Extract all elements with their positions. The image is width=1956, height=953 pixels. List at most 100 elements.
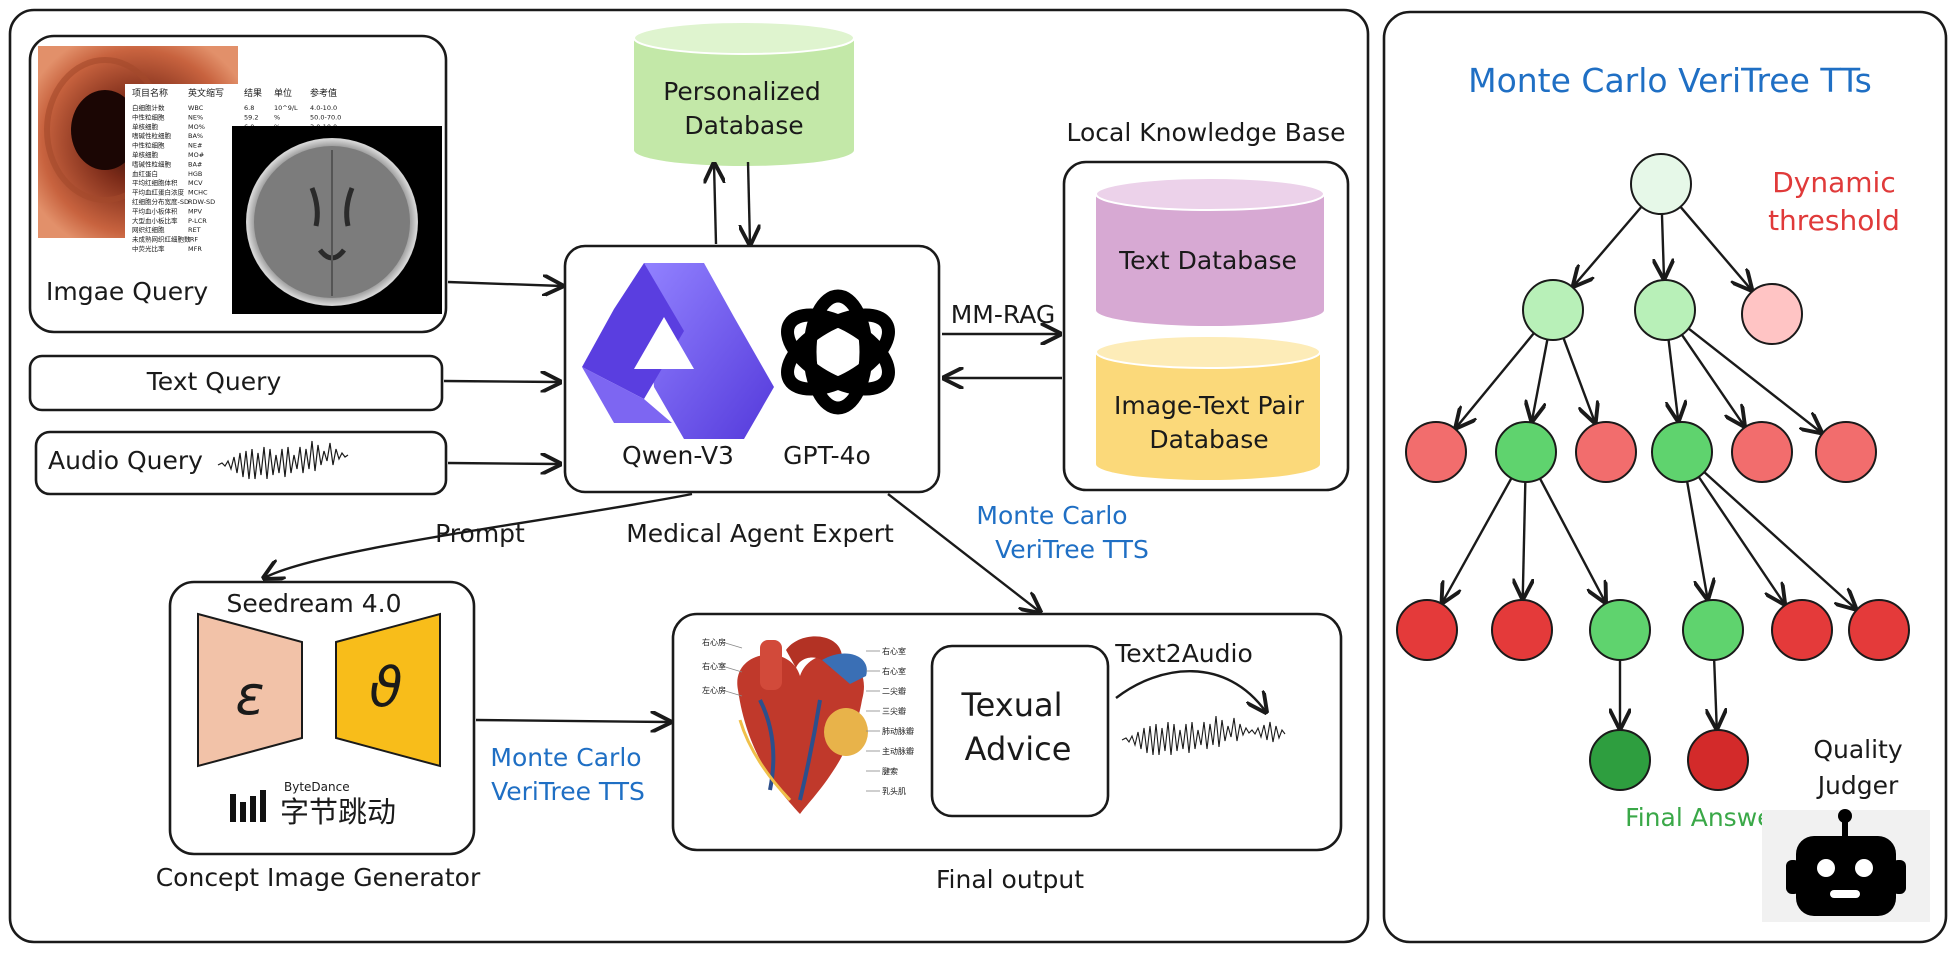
flow-arrows <box>264 162 1062 722</box>
tree-node <box>1522 279 1584 341</box>
personalized-database <box>633 21 855 166</box>
tree-edge <box>1574 205 1643 286</box>
lab-cell: 6.8 <box>244 104 254 112</box>
lab-cell: 网织红细胞 <box>132 225 165 234</box>
concept-generator-caption: Concept Image Generator <box>156 863 481 892</box>
lab-cell: BA% <box>188 132 203 140</box>
textual-advice-line2: Advice <box>965 730 1072 768</box>
tts-top-line1: Monte Carlo <box>976 501 1127 530</box>
text2audio-arrow <box>1115 670 1266 712</box>
text-database <box>1095 177 1325 326</box>
medical-agent-expert-caption: Medical Agent Expert <box>626 519 894 548</box>
dynamic-threshold-line1: Dynamic <box>1772 166 1895 199</box>
tree-edge <box>1669 339 1679 420</box>
tts-top-line2: VeriTree TTS <box>995 535 1149 564</box>
lab-cell: 平均血红蛋白浓度 <box>132 188 185 197</box>
heart-label: 主动脉瓣 <box>882 746 914 756</box>
ct-scan-image <box>232 126 442 314</box>
lab-cell: BA# <box>188 160 202 168</box>
seedream-title: Seedream 4.0 <box>227 589 402 618</box>
tree-node <box>1771 599 1833 661</box>
qwen-logo-icon <box>582 263 774 439</box>
lab-header-cell: 单位 <box>274 87 292 99</box>
output-waveform-icon <box>1121 715 1286 756</box>
tree-node <box>1682 599 1744 661</box>
image-query-label: Imgae Query <box>46 277 208 306</box>
tree-node <box>1741 283 1803 345</box>
prompt-label: Prompt <box>435 519 525 548</box>
image-text-pair-database <box>1095 335 1321 480</box>
lab-cell: 平均血小板体积 <box>132 206 178 215</box>
text-database-label: Text Database <box>1118 246 1297 275</box>
lab-cell: 大型血小板比率 <box>132 216 178 225</box>
tree-edge <box>1523 481 1526 598</box>
heart-label: 腱索 <box>882 766 898 776</box>
bytedance-small-label: ByteDance <box>284 780 350 794</box>
tree-edge <box>1532 339 1549 420</box>
tts-mid-line2: VeriTree TTS <box>491 777 645 806</box>
tree-edge <box>1679 206 1751 290</box>
lab-cell: MCV <box>188 179 203 187</box>
lab-header-cell: 英文缩写 <box>188 87 224 99</box>
textual-advice-line1: Texual <box>961 686 1063 724</box>
lab-cell: 血红蛋白 <box>132 169 158 178</box>
decoder-block <box>335 612 441 768</box>
tree-edges <box>1443 205 1856 728</box>
tree-edge <box>1562 337 1594 422</box>
lab-cell: 50.0-70.0 <box>310 113 341 121</box>
tree-edge <box>1443 477 1513 602</box>
lab-cell: RDW-SD <box>188 198 215 206</box>
qwen-label: Qwen-V3 <box>622 441 734 470</box>
tree-node <box>1630 153 1692 215</box>
lab-cell: NE# <box>188 142 202 150</box>
tree-nodes <box>1396 153 1910 791</box>
tree-panel-title: Monte Carlo VeriTree TTs <box>1468 61 1872 100</box>
tree-edge <box>1687 327 1821 433</box>
lab-cell: 10^9/L <box>274 104 298 112</box>
lab-cell: IRF <box>188 236 198 244</box>
tree-edge <box>1714 659 1717 728</box>
personalized-db-line2: Database <box>684 111 803 140</box>
heart-label: 肺动脉瓣 <box>882 726 914 736</box>
text-query-label: Text Query <box>146 367 282 396</box>
dynamic-threshold-line2: threshold <box>1768 204 1900 237</box>
lab-cell: 中荧光比率 <box>132 244 165 253</box>
tree-node <box>1634 279 1696 341</box>
encoder-symbol: ε <box>235 664 264 727</box>
lab-cell: NE% <box>188 113 203 121</box>
tree-edge <box>1703 471 1855 608</box>
lab-cell: WBC <box>188 104 204 112</box>
tree-node <box>1491 599 1553 661</box>
tree-node <box>1687 729 1749 791</box>
heart-label: 乳头肌 <box>882 786 906 796</box>
lab-cell: 单核细胞 <box>132 150 159 159</box>
tree-node <box>1575 421 1637 483</box>
bytedance-big-label: 字节跳动 <box>280 795 396 829</box>
tree-node <box>1589 599 1651 661</box>
lab-cell: MFR <box>188 245 202 253</box>
tree-edge <box>1685 481 1707 599</box>
lab-cell: RET <box>188 226 201 234</box>
audio-waveform-icon <box>217 440 349 480</box>
tree-node <box>1848 599 1910 661</box>
lab-cell: MO# <box>188 151 204 159</box>
final-output-caption: Final output <box>936 865 1084 894</box>
tree-edge <box>1680 334 1744 426</box>
lab-cell: 中性粒细胞 <box>132 141 165 150</box>
encoder-block <box>197 612 303 768</box>
gpt-label: GPT-4o <box>783 441 871 470</box>
quality-judger-line2: Judger <box>1816 771 1899 800</box>
heart-label: 二尖瓣 <box>882 686 906 696</box>
lab-cell: 4.0-10.0 <box>310 104 337 112</box>
tree-node <box>1589 729 1651 791</box>
textual-advice-box <box>930 644 1110 818</box>
lab-cell: 嗜碱性粒细胞 <box>132 131 172 140</box>
heart-label: 三尖瓣 <box>882 706 906 716</box>
heart-label: 右心房 <box>702 637 726 647</box>
tree-node <box>1405 421 1467 483</box>
tree-node <box>1815 421 1877 483</box>
